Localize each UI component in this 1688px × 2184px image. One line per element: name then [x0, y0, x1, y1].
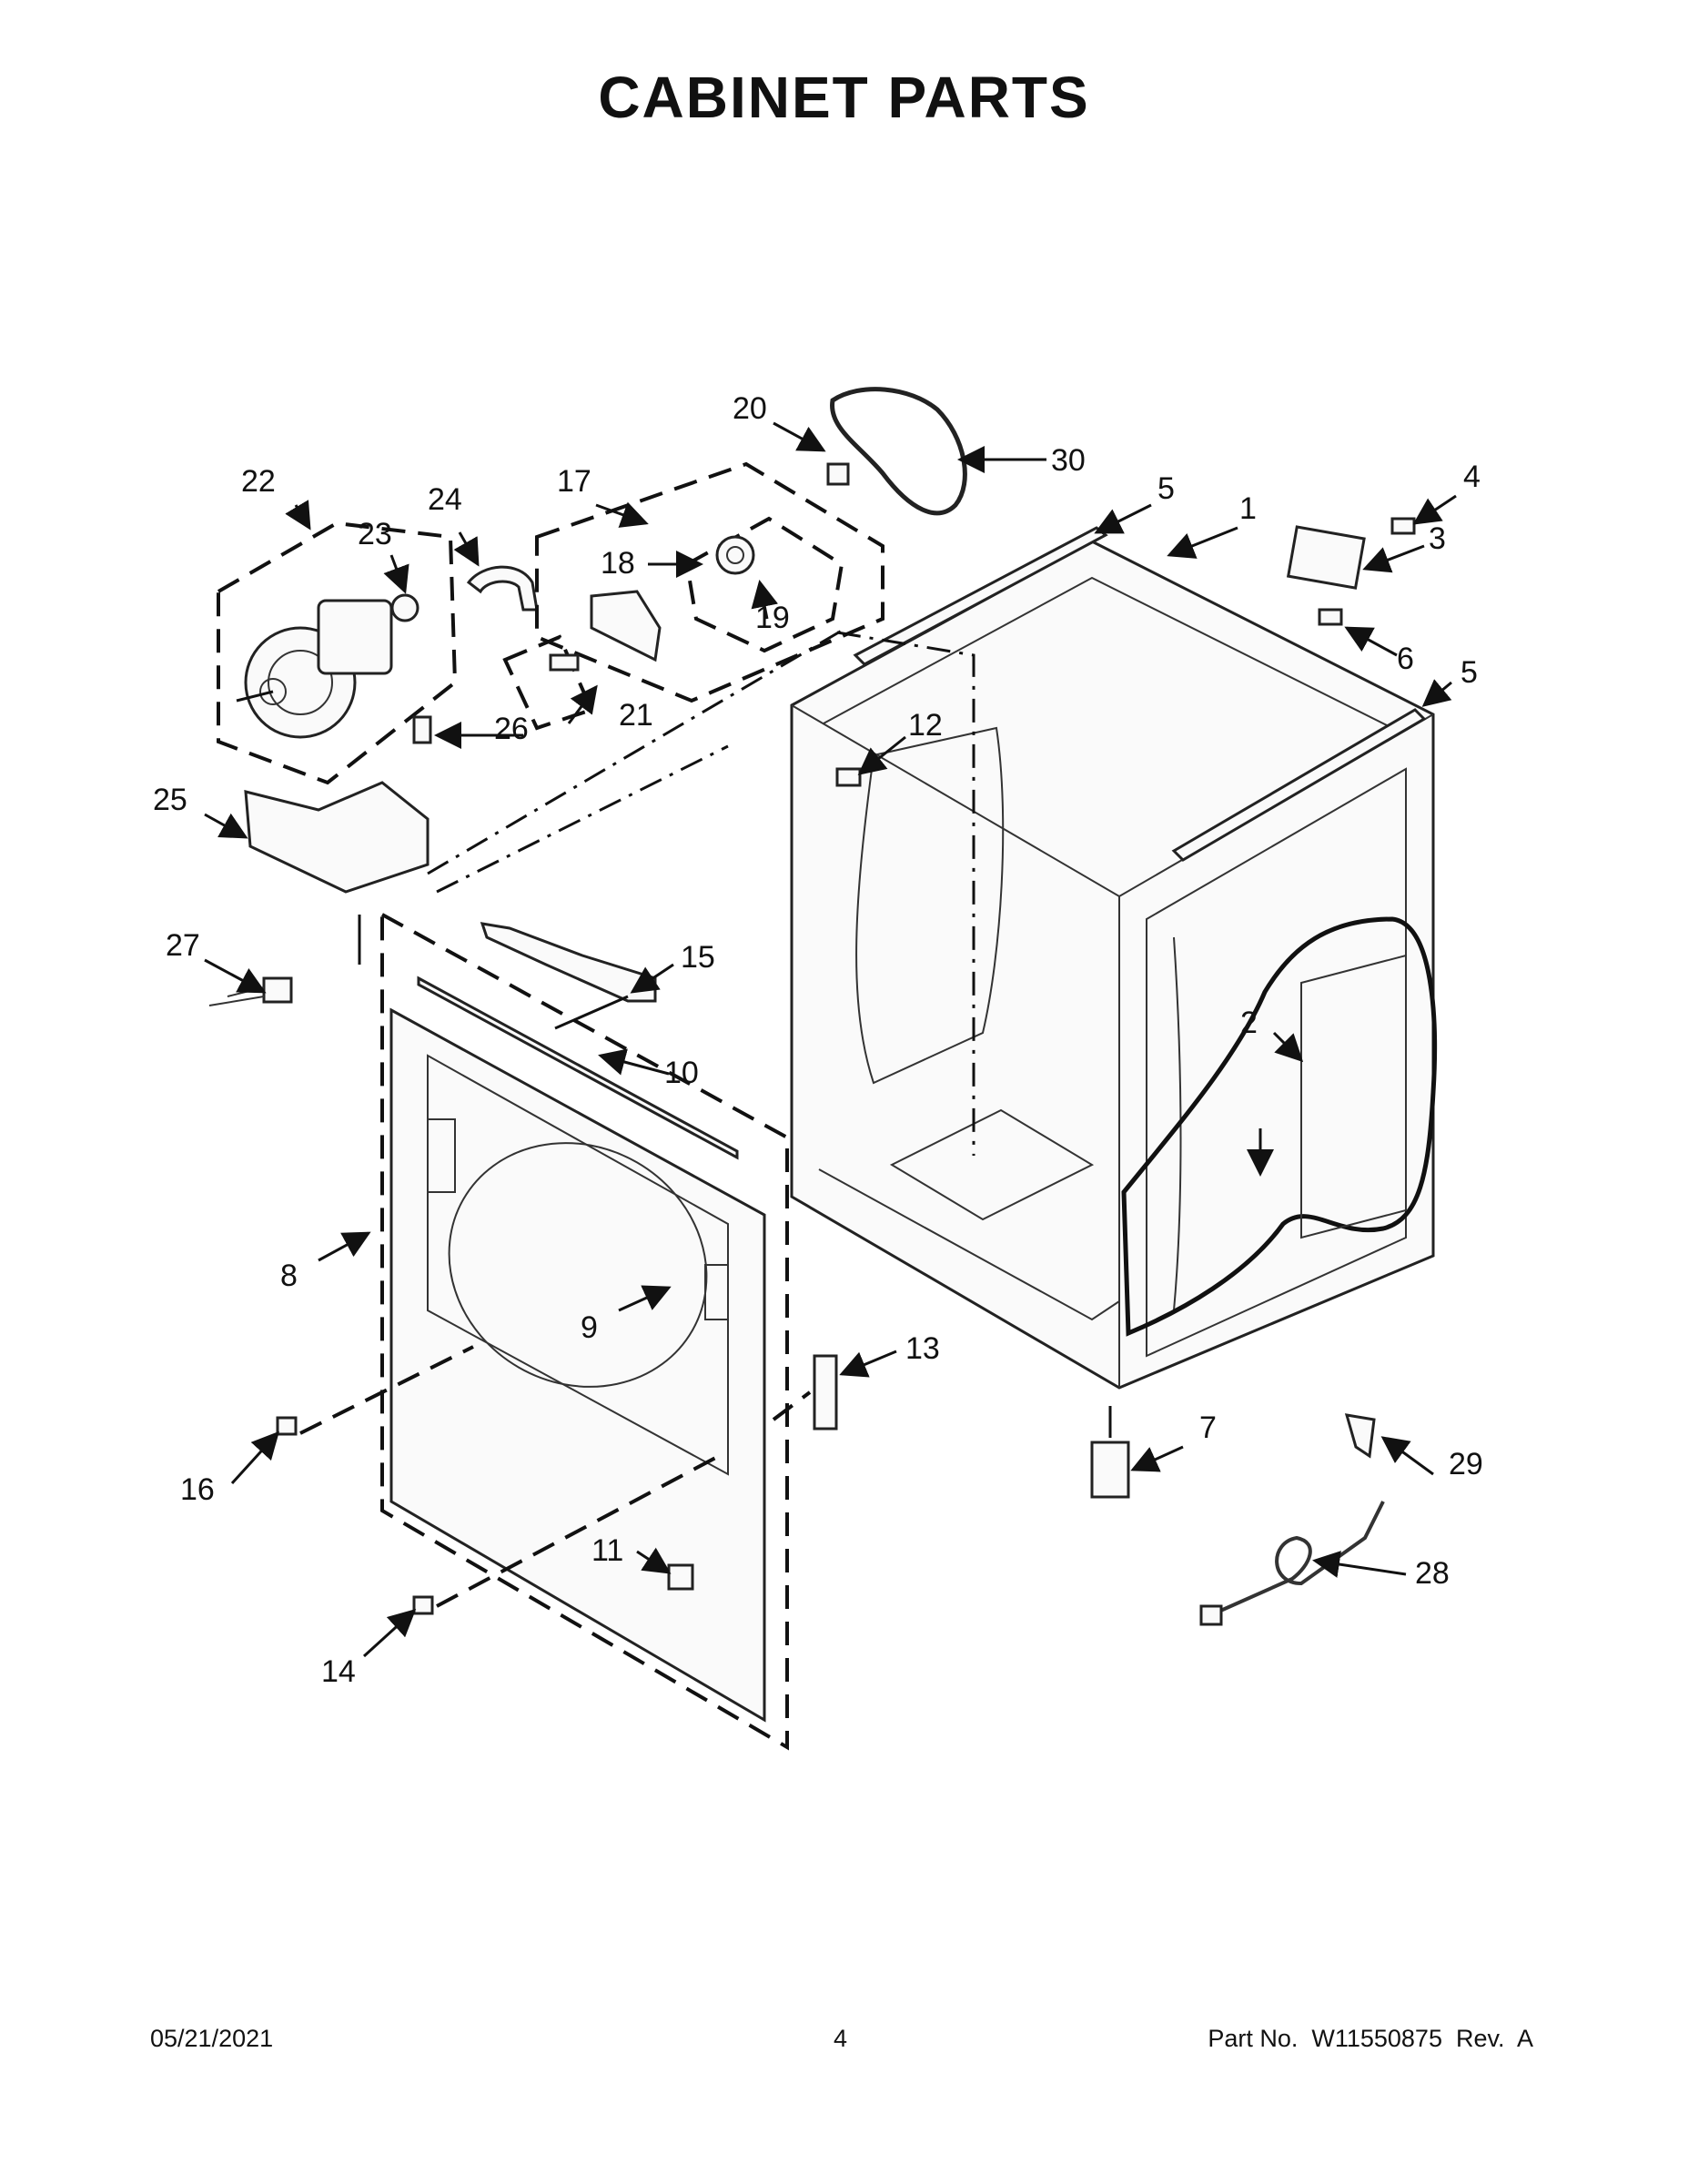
callout-12: 12	[908, 708, 943, 743]
callout-5-side: 5	[1461, 655, 1478, 690]
motor-group-outline	[217, 521, 458, 785]
callout-6: 6	[1397, 642, 1414, 676]
idler-screw	[826, 462, 850, 486]
access-plug	[667, 1563, 694, 1591]
page-title: CABINET PARTS	[598, 65, 1090, 130]
callout-27: 27	[166, 928, 200, 963]
motor-strap	[466, 565, 539, 612]
callout-2: 2	[1240, 1006, 1258, 1040]
callout-18: 18	[601, 546, 635, 581]
callout-14: 14	[321, 1654, 356, 1689]
callout-28: 28	[1415, 1556, 1450, 1591]
bracket-screw-6	[1318, 608, 1343, 626]
callout-19: 19	[755, 601, 790, 635]
callout-10: 10	[664, 1056, 699, 1090]
callout-9: 9	[581, 1310, 598, 1345]
callout-4: 4	[1463, 460, 1481, 494]
callout-15: 15	[681, 940, 715, 975]
callout-11: 11	[591, 1533, 623, 1568]
callout-23: 23	[358, 517, 392, 551]
door-switch-harness	[480, 922, 657, 1003]
motor-pulley	[390, 593, 419, 622]
callout-17: 17	[557, 464, 591, 499]
callout-labels: 20 30 22 17 23 24 5 4 1 3 18 19 6 5 21 1…	[153, 391, 1483, 1689]
callout-7: 7	[1199, 1410, 1217, 1445]
idler-bracket	[590, 590, 662, 662]
motor-screw	[412, 715, 432, 744]
cabinet-screw-12	[835, 767, 862, 787]
cabinet-body	[790, 540, 1435, 1390]
insulation-panel	[1121, 916, 1438, 1337]
idler-spring	[549, 653, 580, 672]
footer-part-number: Part No. W11550875 Rev. A	[1208, 2025, 1533, 2052]
motor-mount	[244, 781, 430, 894]
top-trim-strip	[417, 976, 739, 1160]
callout-8: 8	[280, 1259, 298, 1293]
leveling-leg	[1090, 1441, 1130, 1499]
callout-26: 26	[494, 712, 529, 746]
footer-page-number: 4	[834, 2025, 848, 2052]
rear-bracket-plate	[1286, 525, 1366, 590]
callout-1: 1	[1239, 491, 1257, 526]
door-latch-strike	[813, 1354, 838, 1431]
top-rail	[853, 526, 1427, 862]
thermal-switch	[262, 976, 293, 1004]
front-panel-screw-16	[276, 1416, 298, 1436]
callout-25: 25	[153, 783, 187, 817]
callout-3: 3	[1429, 521, 1446, 556]
callout-30: 30	[1051, 443, 1086, 478]
drive-motor	[236, 599, 393, 739]
front-panel-group-outline	[380, 911, 789, 1751]
callout-13: 13	[905, 1331, 940, 1366]
leader-arrows	[204, 421, 1457, 1658]
callout-16: 16	[180, 1472, 215, 1507]
callout-20: 20	[733, 391, 767, 426]
power-cord	[1209, 1501, 1385, 1617]
front-panel	[389, 1007, 766, 1723]
drive-belt	[830, 387, 967, 516]
front-panel-screw-14	[412, 1595, 434, 1615]
cord-clamp	[1344, 1413, 1376, 1459]
idler-group-outline	[535, 461, 884, 703]
callout-5-top: 5	[1157, 471, 1175, 506]
callout-24: 24	[428, 482, 462, 517]
bracket-screw-4	[1390, 517, 1416, 535]
footer-date: 05/21/2021	[150, 2025, 274, 2052]
callout-21: 21	[619, 698, 653, 733]
callout-29: 29	[1449, 1447, 1483, 1481]
callout-22: 22	[241, 464, 276, 499]
idler-pulley	[715, 535, 755, 575]
